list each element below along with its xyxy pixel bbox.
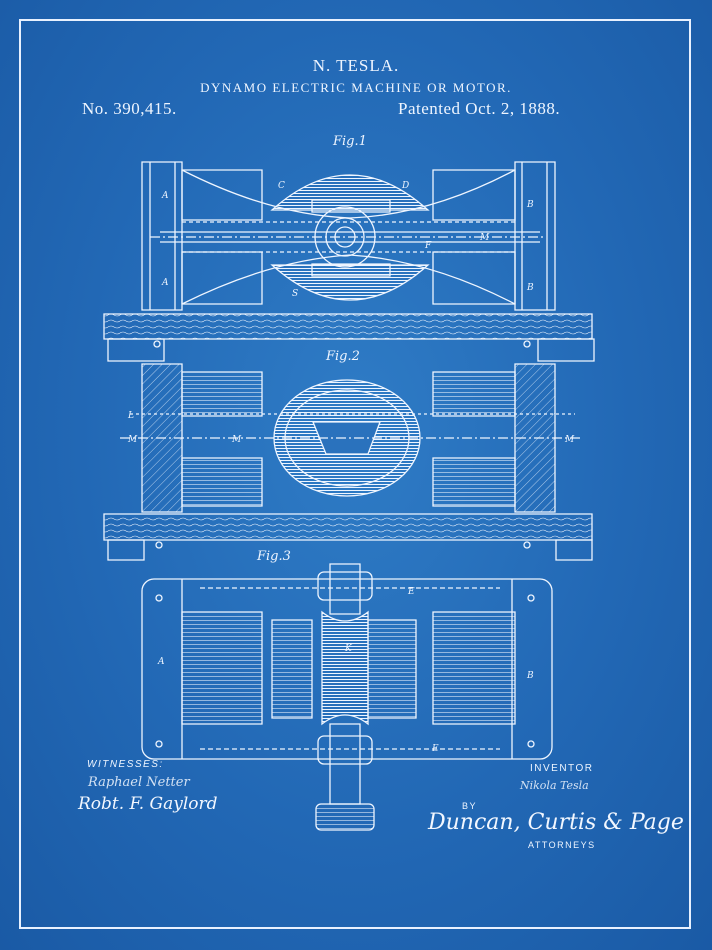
fig1-pole-left-lower bbox=[182, 252, 262, 304]
patent-number: No. 390,415. bbox=[82, 99, 177, 118]
fig3-shaft-top bbox=[330, 564, 360, 614]
svg-text:B: B bbox=[526, 671, 534, 681]
fig2-coil-left-upper bbox=[182, 372, 262, 416]
fig1-label: Fig.1 bbox=[332, 134, 367, 149]
patent-title: DYNAMO ELECTRIC MACHINE OR MOTOR. bbox=[200, 80, 512, 95]
svg-text:M: M bbox=[564, 435, 575, 445]
inventor-signature: Nikola Tesla bbox=[520, 779, 589, 792]
fig3-coil-right bbox=[433, 612, 515, 724]
svg-text:S: S bbox=[292, 289, 298, 299]
witnesses-label: WITNESSES: bbox=[87, 759, 164, 770]
fig2-base-board bbox=[104, 514, 592, 540]
fig3-coil-right-inner bbox=[368, 620, 416, 718]
svg-text:E: E bbox=[407, 587, 415, 597]
svg-text:M: M bbox=[127, 435, 138, 445]
attorneys-label: ATTORNEYS bbox=[528, 840, 596, 850]
figure-2: Fig.2 L M M M bbox=[104, 349, 592, 560]
fig1-foot-right bbox=[538, 339, 594, 361]
fig1-lower-core bbox=[272, 265, 428, 300]
fig1-upper-core bbox=[272, 175, 428, 210]
fig1-base-board bbox=[104, 314, 592, 339]
svg-text:M: M bbox=[231, 435, 242, 445]
fig1-left-frame bbox=[142, 162, 182, 310]
figure-3: Fig.3 A B E E K bbox=[142, 549, 552, 830]
fig1-upper-bar bbox=[312, 200, 390, 212]
svg-text:C: C bbox=[278, 181, 285, 191]
svg-text:E: E bbox=[431, 744, 439, 754]
svg-text:A: A bbox=[161, 191, 169, 201]
fig2-coil-left-lower bbox=[182, 458, 262, 506]
attorneys-signature: Duncan, Curtis & Page bbox=[428, 810, 684, 835]
witness-signature-1: Raphael Netter bbox=[88, 775, 190, 790]
fig1-pole-left-upper bbox=[182, 170, 262, 220]
fig2-coil-right-upper bbox=[433, 372, 515, 416]
witness-signature-2: Robt. F. Gaylord bbox=[78, 794, 218, 814]
svg-text:K: K bbox=[344, 644, 353, 654]
svg-text:B: B bbox=[526, 283, 534, 293]
fig3-coil-left-inner bbox=[272, 620, 312, 718]
svg-text:A: A bbox=[157, 657, 165, 667]
inventor-name: N. TESLA. bbox=[312, 56, 400, 75]
svg-text:A: A bbox=[161, 278, 169, 288]
by-label: BY bbox=[462, 801, 478, 811]
inventor-label: INVENTOR bbox=[530, 763, 594, 774]
fig3-housing bbox=[142, 579, 552, 759]
svg-text:D: D bbox=[401, 181, 409, 191]
fig3-coil-left bbox=[182, 612, 262, 724]
fig3-armature bbox=[322, 612, 368, 724]
fig1-lower-bar bbox=[312, 264, 390, 276]
fig1-foot-left bbox=[108, 339, 164, 361]
fig3-pulley bbox=[316, 804, 374, 830]
fig1-right-frame bbox=[515, 162, 555, 310]
fig2-foot-left bbox=[108, 540, 144, 560]
sheet-border bbox=[19, 19, 691, 929]
svg-text:B: B bbox=[526, 200, 534, 210]
svg-text:F: F bbox=[424, 241, 432, 251]
svg-text:L: L bbox=[127, 411, 134, 421]
figure-1: Fig.1 bbox=[104, 134, 594, 361]
fig3-label: Fig.3 bbox=[256, 549, 291, 564]
fig2-foot-right bbox=[556, 540, 592, 560]
fig2-label: Fig.2 bbox=[325, 349, 360, 364]
svg-text:M: M bbox=[479, 233, 490, 243]
fig2-coil-right-lower bbox=[433, 458, 515, 506]
fig1-pole-right-lower bbox=[433, 252, 515, 304]
fig1-pole-right-upper bbox=[433, 170, 515, 220]
patent-date: Patented Oct. 2, 1888. bbox=[398, 99, 561, 118]
